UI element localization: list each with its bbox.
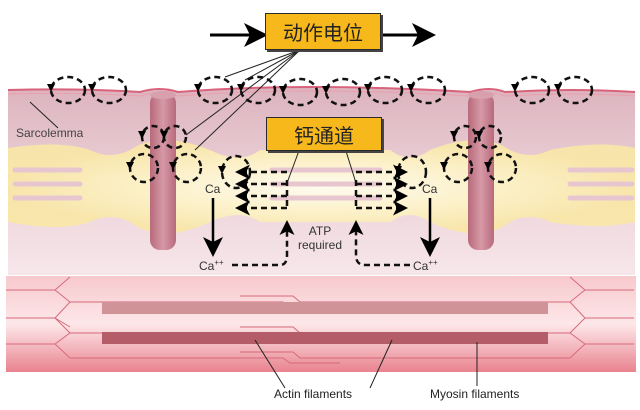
required-text: required — [298, 238, 343, 252]
loop-arrow-icon — [194, 84, 202, 92]
loop-arrow-icon — [160, 131, 168, 139]
loop-arrow-icon — [237, 84, 245, 92]
current-loop — [281, 77, 319, 107]
myosin-band — [102, 332, 548, 344]
loop-arrow-icon — [440, 162, 448, 170]
loop-arrow-icon — [484, 162, 492, 170]
action-potential-label: 动作电位 — [265, 13, 381, 50]
calcium-label-right: Ca — [422, 182, 438, 196]
loop-arrow-icon — [511, 84, 519, 92]
calcium-ion-text: Ca — [199, 259, 215, 273]
current-loop — [90, 75, 128, 105]
loop-arrow-icon — [138, 131, 146, 139]
current-loop — [324, 77, 362, 107]
loop-arrow-icon — [364, 84, 372, 92]
loop-arrow-icon — [169, 162, 177, 170]
ion-charge: ++ — [214, 258, 224, 267]
loop-arrow-icon — [126, 162, 134, 170]
current-loop — [49, 75, 87, 105]
loop-arrow-icon — [47, 84, 55, 92]
current-loops — [47, 75, 594, 190]
calcium-ion-label-right: Ca++ — [413, 258, 438, 273]
calcium-flow — [232, 164, 410, 267]
myosin-filaments-label: Myosin filaments — [430, 387, 520, 401]
loop-arrow-icon — [88, 84, 96, 92]
current-loop — [556, 75, 594, 105]
loop-arrow-icon — [407, 84, 415, 92]
ion-charge: ++ — [428, 258, 438, 267]
loop-arrow-icon — [322, 86, 330, 94]
calcium-ion-text: Ca — [413, 259, 429, 273]
loop-arrow-icon — [450, 131, 458, 139]
myofibril — [6, 276, 636, 372]
loop-arrow-icon — [279, 86, 287, 94]
loop-arrow-icon — [475, 131, 483, 139]
sarcolemma-label: Sarcolemma — [16, 126, 84, 140]
loop-arrow-icon — [554, 84, 562, 92]
sarcolemma-membrane — [7, 86, 636, 94]
calcium-channel-label: 钙通道 — [266, 117, 382, 151]
t-tubule-left — [150, 91, 176, 250]
current-loop — [409, 75, 447, 105]
actin-filaments-label: Actin filaments — [274, 387, 353, 401]
atp-text: ATP — [308, 224, 332, 238]
calcium-label-left: Ca — [205, 182, 221, 196]
calcium-ion-label-left: Ca++ — [199, 258, 224, 273]
current-loop — [239, 75, 277, 105]
current-loop — [513, 75, 551, 105]
current-loop — [366, 75, 404, 105]
loop-arrow-icon — [218, 166, 226, 174]
actin-band — [102, 302, 548, 314]
current-loop — [396, 154, 428, 190]
current-loop — [196, 75, 234, 105]
